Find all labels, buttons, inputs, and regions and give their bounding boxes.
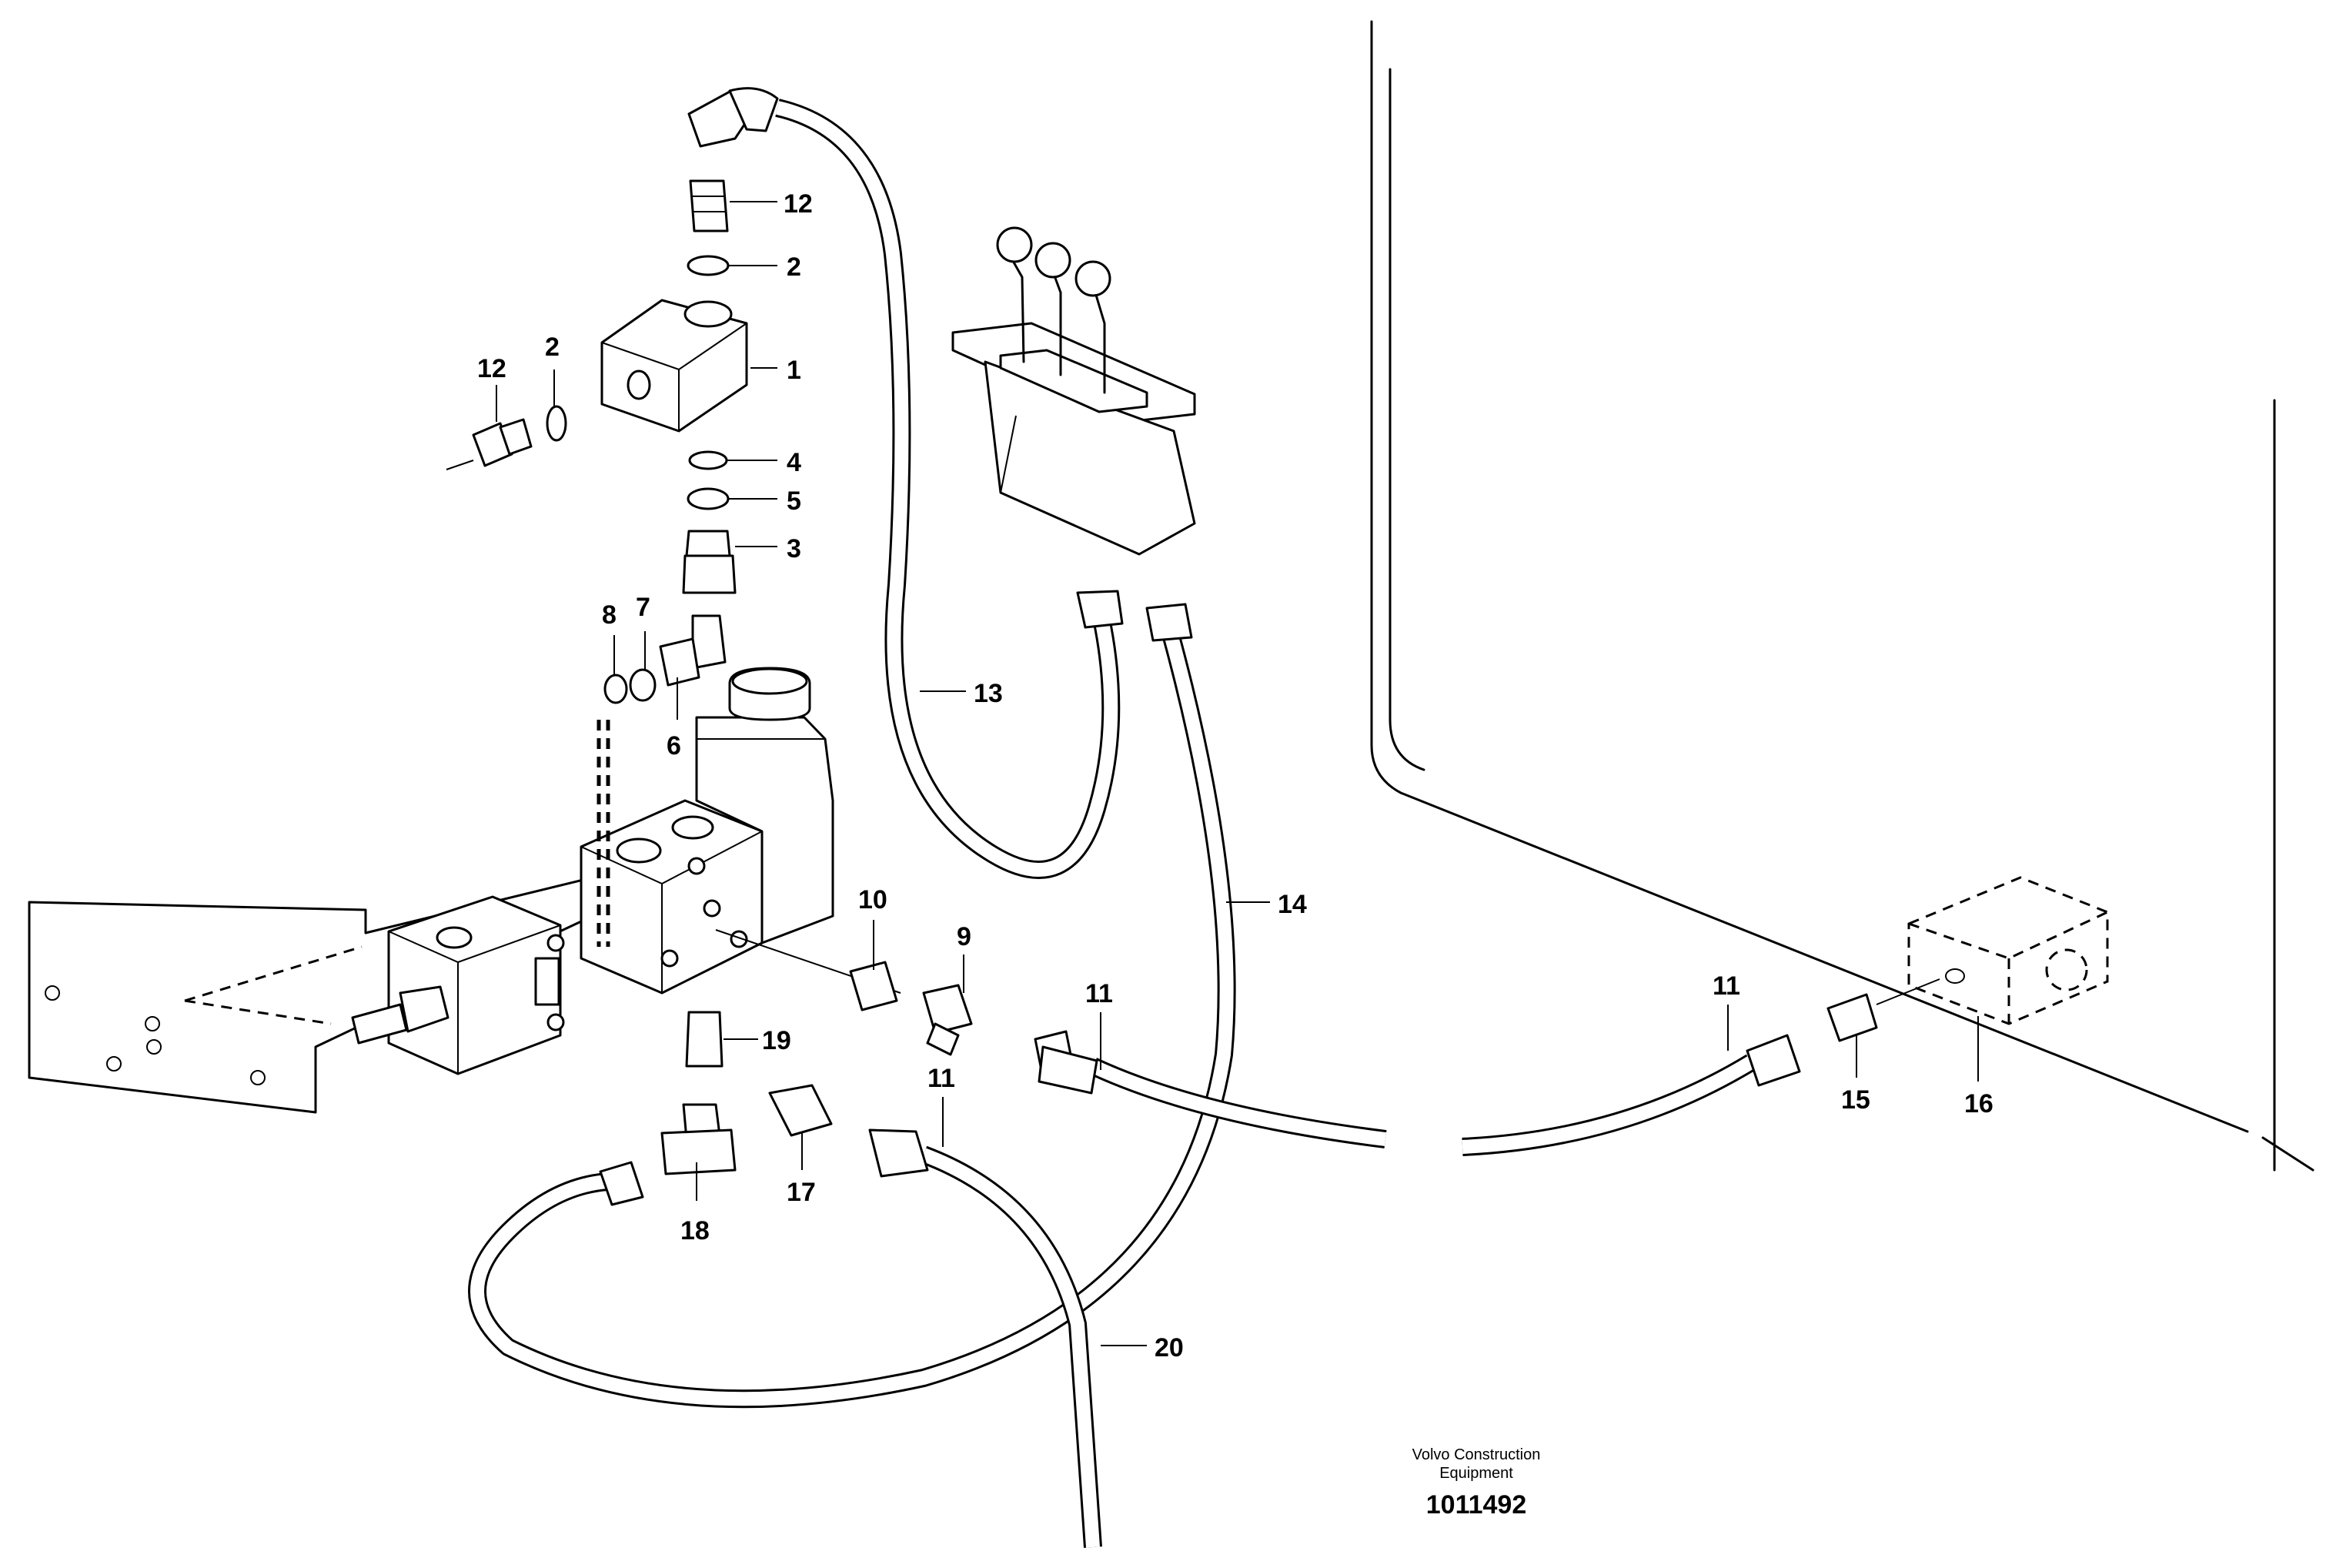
publisher-line-1: Volvo Construction <box>1412 1446 1541 1463</box>
callout-18: 18 <box>680 1216 710 1245</box>
hoses <box>468 99 1801 1548</box>
callout-13: 13 <box>974 679 1003 708</box>
callout-4: 4 <box>787 448 801 477</box>
cabin-outline <box>1370 20 2314 1172</box>
callout-5: 5 <box>787 486 801 516</box>
callout-8: 8 <box>602 600 617 630</box>
callout-12-left: 12 <box>477 354 506 383</box>
pilot-control-valve <box>951 226 1196 556</box>
lower-fittings <box>660 1011 833 1175</box>
callout-1: 1 <box>787 356 801 385</box>
callout-17: 17 <box>787 1178 816 1207</box>
callout-9: 9 <box>957 922 971 951</box>
callout-14: 14 <box>1278 890 1307 919</box>
callout-20: 20 <box>1155 1333 1184 1362</box>
callout-19: 19 <box>762 1026 791 1055</box>
callout-2-left: 2 <box>545 333 560 362</box>
callout-2-top: 2 <box>787 252 801 282</box>
callout-11-lower: 11 <box>927 1064 955 1093</box>
callout-16: 16 <box>1964 1089 1993 1118</box>
callout-11-right: 11 <box>1713 971 1740 1001</box>
callout-12-top: 12 <box>784 189 813 219</box>
upper-fitting-stack <box>446 87 779 704</box>
callout-10: 10 <box>858 885 887 914</box>
drawing-footer: Volvo Construction Equipment 1011492 <box>1412 1446 1541 1520</box>
side-fittings <box>715 876 2109 1079</box>
callout-6: 6 <box>667 731 681 761</box>
callout-3: 3 <box>787 534 801 563</box>
solenoid-valve-assembly <box>351 667 834 1075</box>
leader-lines <box>496 201 1979 1346</box>
callout-labels: 12 2 1 12 2 4 5 3 8 7 6 13 14 10 9 11 11… <box>477 189 1993 1362</box>
drawing-number: 1011492 <box>1426 1490 1527 1520</box>
callout-7: 7 <box>636 593 650 622</box>
publisher-line-2: Equipment <box>1439 1465 1513 1482</box>
callout-11-upper: 11 <box>1085 979 1113 1008</box>
callout-15: 15 <box>1841 1085 1870 1115</box>
